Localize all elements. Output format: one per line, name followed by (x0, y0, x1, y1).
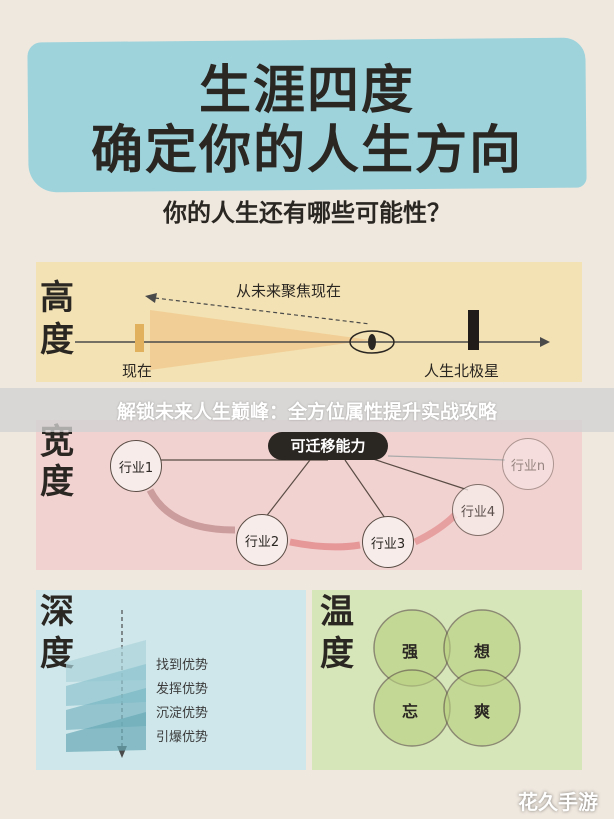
warmth-label-top: 温 (320, 592, 354, 632)
path-arrow (289, 538, 361, 551)
north-star-label: 人生北极星 (424, 362, 500, 380)
layer-label: 找到优势 (156, 658, 209, 673)
now-label: 现在 (122, 362, 153, 380)
venn-label: 忘 (402, 702, 419, 721)
warmth-section (312, 590, 582, 770)
industry-node: 行业n (502, 438, 554, 490)
eye-icon (349, 330, 395, 354)
industry-node: 行业2 (236, 514, 288, 566)
path-arrow (413, 512, 458, 546)
venn-circle (443, 669, 521, 747)
transferable-skill-pill: 可迁移能力 (268, 432, 388, 460)
connector-line (344, 459, 386, 519)
industry-node: 行业3 (362, 516, 414, 568)
promo-banner-text: 解锁未来人生巅峰：全方位属性提升实战攻略 (116, 401, 497, 423)
connector-line (387, 455, 506, 461)
now-marker (135, 324, 144, 352)
width-label-bottom: 度 (40, 462, 74, 502)
dashed-line-upper (154, 297, 371, 325)
connector-line (369, 457, 469, 491)
arrow-caption: 从未来聚焦现在 (236, 282, 342, 300)
focus-beam (150, 310, 370, 370)
height-diagram (75, 293, 550, 370)
north-star-marker (468, 310, 479, 350)
layer-plane (66, 712, 146, 752)
depth-label-top: 深 (40, 592, 74, 632)
page-title: 生涯四度 (198, 61, 415, 121)
industry-node: 行业4 (452, 484, 504, 536)
venn-label: 强 (402, 642, 419, 661)
height-section (36, 262, 582, 382)
connector-line (264, 459, 311, 519)
page-subtitle: 你的人生还有哪些可能性？ (163, 199, 451, 227)
layer-label: 引爆优势 (156, 730, 209, 745)
layer-label: 沉淀优势 (156, 706, 209, 721)
height-label-bottom: 度 (40, 320, 74, 360)
page-title-line2: 确定你的人生方向 (90, 121, 523, 181)
venn-label: 想 (474, 642, 491, 661)
axis-arrow-icon (540, 337, 550, 347)
venn-label: 爽 (474, 702, 491, 721)
promo-banner (0, 388, 614, 432)
industry-node: 行业1 (110, 440, 162, 492)
height-label-top: 高 (40, 278, 74, 318)
path-arrow (146, 488, 236, 534)
venn-diagram (373, 609, 521, 747)
eye-pupil-icon (368, 334, 376, 350)
arrowhead-icon (145, 293, 157, 303)
watermark: 花久手游 (518, 790, 598, 814)
depth-diagram (66, 610, 146, 758)
layer-label: 发挥优势 (156, 682, 209, 697)
warmth-label-bottom: 度 (320, 634, 354, 674)
